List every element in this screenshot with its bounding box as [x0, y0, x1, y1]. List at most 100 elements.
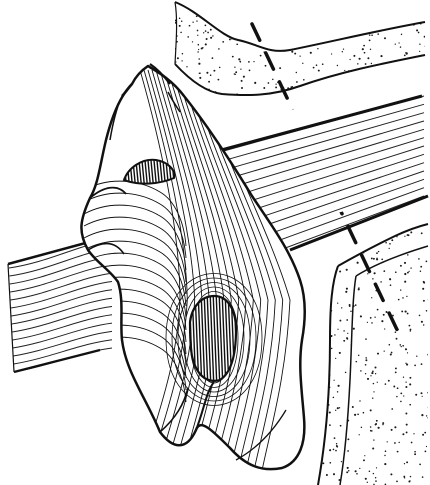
right-stippled-band — [315, 220, 430, 485]
stipple-dot — [394, 442, 396, 444]
stipple-dot — [346, 5, 348, 7]
stipple-dot — [375, 480, 377, 482]
stipple-dot — [367, 273, 368, 274]
stipple-dot — [354, 97, 355, 98]
stipple-dot — [416, 0, 418, 1]
stipple-dot — [364, 52, 366, 54]
stipple-dot — [385, 242, 387, 244]
stipple-dot — [366, 92, 368, 94]
stipple-dot — [178, 79, 179, 80]
stipple-dot — [236, 4, 238, 6]
stipple-dot — [393, 386, 395, 388]
stipple-dot — [327, 273, 329, 275]
stipple-dot — [370, 317, 372, 319]
stipple-dot — [194, 87, 196, 89]
stipple-dot — [316, 330, 318, 332]
stipple-dot — [331, 348, 333, 350]
stipple-dot — [334, 334, 335, 335]
stipple-dot — [359, 468, 360, 469]
stipple-dot — [203, 32, 204, 33]
stipple-dot — [206, 11, 207, 12]
stipple-dot — [234, 24, 236, 26]
stipple-dot — [259, 2, 260, 3]
stipple-dot — [376, 70, 377, 71]
stipple-dot — [342, 51, 343, 52]
stipple-dot — [206, 38, 208, 40]
stipple-dot — [369, 471, 371, 473]
stipple-dot — [389, 278, 391, 280]
stipple-dot — [201, 1, 202, 2]
stipple-dot — [337, 391, 338, 392]
stipple-dot — [286, 8, 288, 10]
stipple-dot — [333, 397, 335, 399]
stipple-dot — [382, 237, 383, 238]
stipple-dot — [240, 61, 241, 62]
stipple-dot — [335, 450, 337, 452]
stipple-dot — [329, 424, 331, 426]
stipple-dot — [420, 79, 422, 81]
stipple-dot — [291, 22, 292, 23]
stipple-dot — [372, 447, 374, 449]
stipple-dot — [412, 2, 414, 4]
stipple-dot — [330, 279, 332, 281]
stipple-dot — [376, 420, 378, 422]
stipple-dot — [299, 6, 301, 8]
stipple-dot — [265, 65, 267, 67]
stipple-dot — [371, 297, 372, 298]
stipple-dot — [395, 271, 397, 273]
stipple-dot — [322, 462, 324, 464]
stipple-dot — [373, 383, 374, 384]
stipple-dot — [380, 225, 382, 227]
stipple-dot — [413, 433, 414, 434]
stipple-dot — [409, 377, 411, 379]
stipple-dot — [426, 44, 427, 45]
stipple-dot — [380, 281, 382, 283]
stipple-dot — [404, 236, 405, 237]
stipple-dot — [423, 300, 425, 302]
stipple-dot — [336, 241, 338, 243]
stipple-dot — [206, 72, 208, 74]
stipple-dot — [395, 43, 396, 44]
stipple-dot — [320, 341, 322, 343]
stipple-dot — [382, 424, 384, 426]
stipple-dot — [198, 63, 200, 65]
stipple-dot — [347, 26, 349, 28]
stipple-dot — [322, 33, 324, 35]
stipple-dot — [371, 34, 373, 36]
stipple-dot — [392, 90, 394, 92]
stipple-dot — [382, 422, 384, 424]
stipple-dot — [421, 89, 422, 90]
stipple-dot — [264, 19, 266, 21]
stipple-dot — [405, 381, 406, 382]
stipple-dot — [370, 409, 372, 411]
stipple-dot — [397, 21, 398, 22]
stipple-dot — [317, 428, 318, 429]
stipple-dot — [400, 401, 402, 403]
stipple-dot — [383, 270, 385, 272]
stipple-dot — [428, 84, 430, 86]
stipple-dot — [299, 27, 300, 28]
stipple-dot — [423, 17, 424, 18]
stipple-dot — [198, 44, 200, 46]
stipple-dot — [407, 272, 409, 274]
stipple-dot — [408, 11, 410, 13]
stipple-dot — [316, 378, 318, 380]
stipple-dot — [421, 232, 423, 234]
stipple-dot — [405, 311, 407, 313]
stipple-dot — [406, 431, 408, 433]
stipple-dot — [374, 27, 376, 29]
stipple-dot — [406, 461, 408, 463]
stipple-dot — [304, 40, 306, 42]
stipple-dot — [353, 76, 354, 77]
stipple-dot — [404, 463, 405, 464]
stipple-dot — [389, 248, 390, 249]
stipple-dot — [403, 377, 404, 378]
stipple-dot — [360, 315, 362, 317]
stipple-dot — [359, 58, 361, 60]
stipple-dot — [406, 424, 408, 426]
stipple-dot — [192, 41, 193, 42]
stipple-dot — [195, 92, 196, 93]
stipple-dot — [359, 400, 360, 401]
stipple-dot — [235, 71, 237, 73]
